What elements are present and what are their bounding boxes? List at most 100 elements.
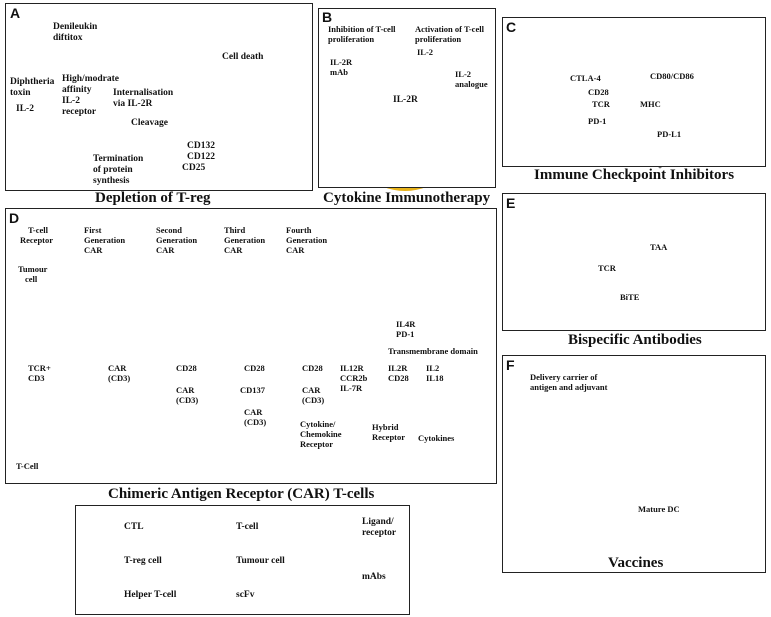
panel-letter-e: E (506, 195, 516, 211)
label-activation-1: Activation of T-cell (415, 24, 484, 34)
col4-domain-5: CAR (244, 407, 263, 417)
panel-e (502, 193, 766, 331)
label-cd3-col1: CD3 (28, 373, 45, 383)
panel-d (5, 208, 497, 484)
label-denileukin: Denileukin (53, 22, 98, 32)
label-transmembrane: Transmembrane domain (388, 346, 478, 356)
label-il2-top: IL-2 (417, 47, 434, 57)
col2-domain-2: (CD3) (108, 373, 131, 383)
label-hybrid-2: Receptor (372, 432, 406, 442)
label-il12r: IL12R (340, 363, 364, 373)
label-internalisation-2: via IL-2R (113, 99, 153, 109)
label-pd1: PD-1 (588, 116, 607, 126)
label-il18: IL18 (426, 373, 444, 383)
label-cd25: CD25 (182, 163, 206, 173)
col2-header-2: Generation (84, 235, 126, 245)
label-affinity-2: affinity (62, 85, 92, 95)
col5-domain-1: CD28 (302, 363, 323, 373)
label-tcr-c: TCR (592, 99, 610, 109)
label-bite: BiTE (620, 292, 640, 302)
legend-tumour: Tumour cell (236, 556, 285, 566)
label-tcr-plus: TCR+ (28, 363, 51, 373)
col4-domain-6: (CD3) (244, 417, 267, 427)
label-il2r: IL-2R (393, 95, 418, 105)
panel-title-c: Immune Checkpoint Inhibitors (534, 167, 735, 183)
label-tcell-d: T-Cell (16, 461, 39, 471)
legend-mabs: mAbs (362, 572, 386, 582)
panel-f (502, 355, 766, 573)
panel-letter-f: F (506, 357, 515, 373)
label-ccr2b: CCR2b (340, 373, 368, 383)
label-taa: TAA (650, 242, 668, 252)
label-pd1-d: PD-1 (396, 329, 415, 339)
panel-title-e: Bispecific Antibodies (568, 332, 702, 348)
col3-header-2: Generation (156, 235, 198, 245)
panel-c (502, 17, 766, 167)
col3-domain-1: CD28 (176, 363, 197, 373)
label-expression: Constitutive/Inducible Expression (300, 466, 424, 476)
label-toxin: toxin (10, 88, 31, 98)
label-diphtheria: Diphtheria (10, 77, 55, 87)
label-cytokine-receptor-1: Cytokine/ (300, 419, 336, 429)
panel-a (5, 3, 313, 191)
label-diftitox: diftitox (53, 33, 83, 43)
label-il2-d: IL2 (426, 363, 440, 373)
legend-scfv: scFv (236, 590, 255, 600)
label-cd80-cd86: CD80/CD86 (650, 71, 694, 81)
label-cytokine-receptor-3: Receptor (300, 439, 334, 449)
label-affinity-3: IL-2 (62, 96, 80, 106)
col1-header-1: T-cell (28, 225, 48, 235)
panel-title-b: Cytokine Immunotherapy (323, 190, 491, 206)
label-internalisation-1: Internalisation (113, 88, 174, 98)
label-cd28-d: CD28 (388, 373, 409, 383)
label-tumour-1: Tumour (18, 264, 48, 274)
panel-letter-b: B (322, 9, 333, 25)
label-il2: IL-2 (16, 104, 34, 114)
legend-ligand-receptor: Ligand/ receptor (362, 517, 397, 538)
col3-header-3: CAR (156, 245, 175, 255)
col5-domain-3: CAR (302, 385, 321, 395)
label-cleavage: Cleavage (131, 118, 168, 128)
label-delivery-2: antigen and adjuvant (530, 382, 608, 392)
label-mature-dc: Mature DC (638, 504, 680, 514)
legend-tcell: T-cell (236, 522, 259, 532)
label-termination-1: Termination (93, 154, 144, 164)
label-affinity-4: receptor (62, 107, 97, 117)
panel-title-d: Chimeric Antigen Receptor (CAR) T-cells (108, 486, 375, 502)
label-termination-3: synthesis (93, 176, 130, 186)
label-cell-death: Cell death (222, 52, 264, 62)
col3-domain-4: (CD3) (176, 395, 199, 405)
label-cd132: CD132 (187, 141, 215, 151)
label-inhibition-1: Inhibition of T-cell (328, 24, 396, 34)
label-il4r: IL4R (396, 319, 416, 329)
label-naive-dc: Naive DC (682, 399, 718, 409)
col3-header-1: Second (156, 225, 182, 235)
col5-domain-4: (CD3) (302, 395, 325, 405)
label-affinity-1: High/modrate (62, 74, 119, 84)
col5-header-2: Generation (286, 235, 328, 245)
label-il2r-mab-1: IL-2R (330, 57, 353, 67)
label-il2-analogue-1: IL-2 (455, 69, 472, 79)
col5-header-3: CAR (286, 245, 305, 255)
col4-header-2: Generation (224, 235, 266, 245)
legend-ctl: CTL (124, 522, 144, 532)
col2-header-1: First (84, 225, 102, 235)
col4-header-3: CAR (224, 245, 243, 255)
legend-helper: Helper T-cell (124, 590, 177, 600)
label-delivery-1: Delivery carrier of (530, 372, 598, 382)
panel-letter-a: A (10, 5, 21, 21)
label-pdl1: PD-L1 (657, 129, 682, 139)
legend-box (75, 505, 410, 615)
col4-header-1: Third (224, 225, 246, 235)
label-ctla4: CTLA-4 (570, 73, 601, 83)
col3-domain-3: CAR (176, 385, 195, 395)
panel-title-f: Vaccines (608, 555, 664, 571)
legend-treg: T-reg cell (124, 556, 162, 566)
panel-letter-c: C (506, 19, 517, 35)
label-cytokines: Cytokines (418, 433, 455, 443)
label-mhc: MHC (640, 99, 661, 109)
label-activation-2: proliferation (415, 34, 462, 44)
col1-header-2: Receptor (20, 235, 54, 245)
col5-header-1: Fourth (286, 225, 312, 235)
label-cytokine-receptor-2: Chemokine (300, 429, 342, 439)
